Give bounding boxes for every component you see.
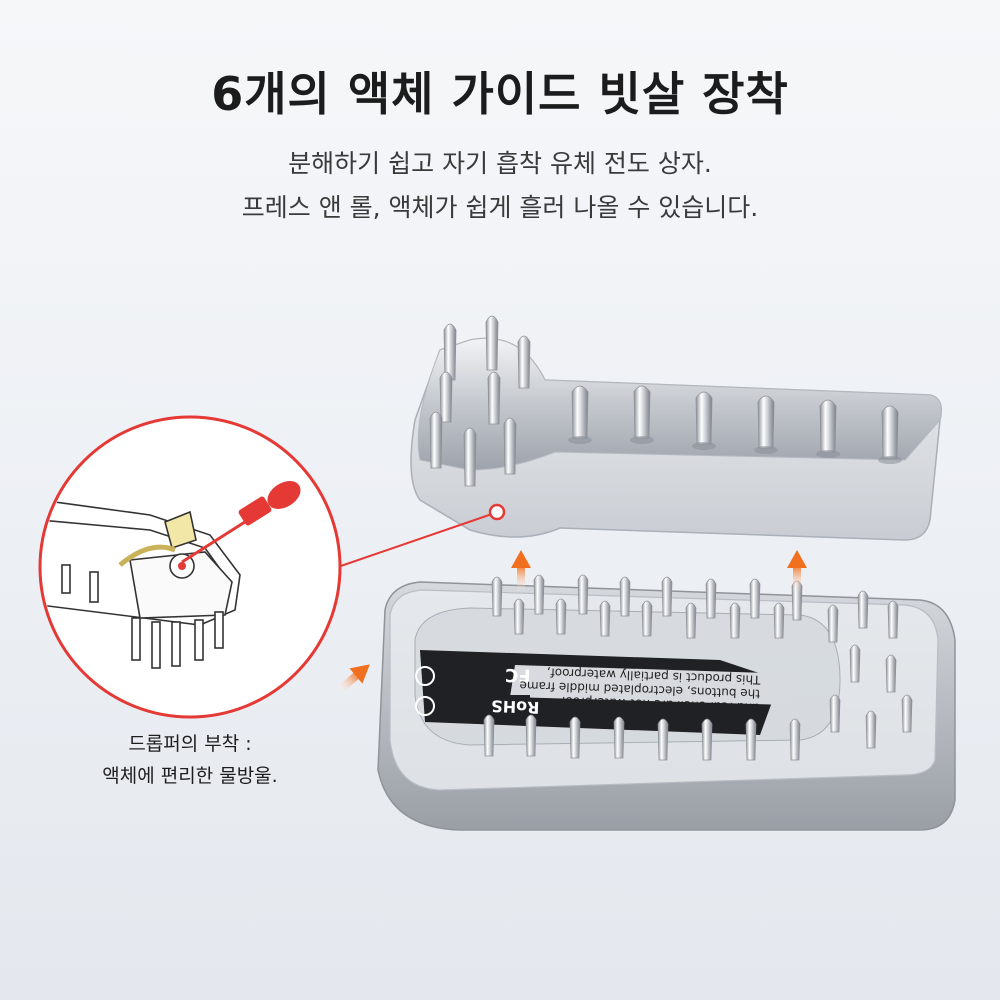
box-pins <box>483 574 913 761</box>
caption-line-2: 액체에 편리한 물방울. <box>102 765 278 787</box>
dropper-icon <box>181 481 301 564</box>
up-arrow-icon <box>335 550 807 695</box>
caption-line-1: 드롭퍼의 부착 : <box>128 733 252 755</box>
dropper-detail <box>38 415 342 719</box>
subtitle: 분해하기 쉽고 자기 흡착 유체 전도 상자. 프레스 앤 롤, 액체가 쉽게 … <box>0 142 1000 230</box>
fc-icon: FC <box>505 664 531 686</box>
label-line-1: and rear shell are not waterproof <box>560 694 759 715</box>
rohs-icon: RoHS <box>491 696 540 717</box>
subtitle-line-2: 프레스 앤 롤, 액체가 쉽게 흘러 나올 수 있습니다. <box>241 193 759 222</box>
subtitle-line-1: 분해하기 쉽고 자기 흡착 유체 전도 상자. <box>288 149 712 178</box>
callout-line <box>334 513 493 569</box>
dropper-caption: 드롭퍼의 부착 : 액체에 편리한 물방울. <box>40 728 340 792</box>
liquid-box <box>377 581 956 831</box>
recycle-icon <box>415 696 435 716</box>
callout-marker <box>488 503 506 521</box>
pin-bases <box>568 436 902 464</box>
page-title: 6개의 액체 가이드 빗살 장착 <box>211 67 789 121</box>
comb-head-pins <box>429 315 899 487</box>
